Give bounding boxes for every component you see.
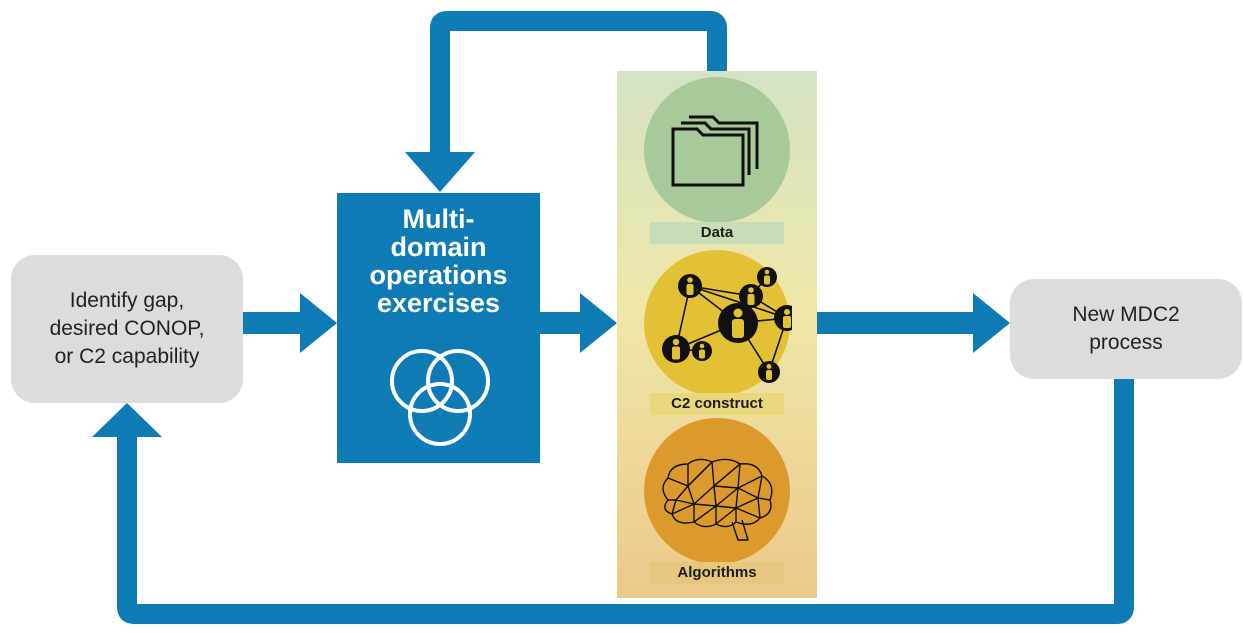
brain-network-icon [662, 458, 773, 541]
input-box-line: or C2 capability [54, 345, 200, 368]
arrow-panel-to-output-head [973, 293, 1010, 353]
person-node [758, 361, 780, 383]
arrow-mdo-to-panel-head [580, 293, 617, 353]
mdo-box: Multi- domain operations exercises [337, 193, 540, 463]
mdo-title-line: domain [390, 232, 487, 262]
network-people-icon [662, 267, 792, 383]
output-box-line: New MDC2 [1072, 303, 1180, 326]
algorithms-circle [644, 418, 790, 564]
person-node [757, 267, 777, 287]
arrow-input-to-mdo-shaft [243, 312, 303, 334]
person-node [678, 274, 702, 298]
venn-circles-icon [390, 349, 490, 446]
person-node [739, 284, 763, 308]
feedback-arrow-bottom-head [92, 403, 162, 437]
arrow-mdo-to-panel-shaft [540, 312, 583, 334]
person-node [718, 303, 758, 343]
arrow-panel-to-output-shaft [817, 312, 977, 334]
algorithms-label: Algorithms [650, 562, 784, 584]
data-label: Data [650, 222, 784, 244]
folder-icon [671, 115, 759, 187]
mdo-title-line: Multi- [402, 204, 475, 234]
input-box: Identify gap, desired CONOP, or C2 capab… [11, 255, 243, 403]
feedback-arrow-top [430, 11, 727, 160]
mdo-title-line: operations [369, 260, 508, 290]
person-node [662, 335, 690, 363]
feedback-arrow-bottom [117, 379, 1134, 624]
person-node [692, 341, 712, 361]
mdo-title-line: exercises [376, 288, 501, 318]
mdo-title: Multi- domain operations exercises [337, 205, 540, 317]
c2-construct-label: C2 construct [650, 393, 784, 415]
output-box-line: process [1089, 331, 1163, 354]
person-node [774, 305, 792, 331]
feedback-arrow-top-head [405, 152, 475, 192]
output-box: New MDC2 process [1010, 279, 1242, 379]
input-box-line: Identify gap, [69, 289, 185, 312]
arrow-input-to-mdo-head [300, 293, 337, 353]
input-box-line: desired CONOP, [49, 317, 205, 340]
components-panel: Data [617, 71, 817, 598]
